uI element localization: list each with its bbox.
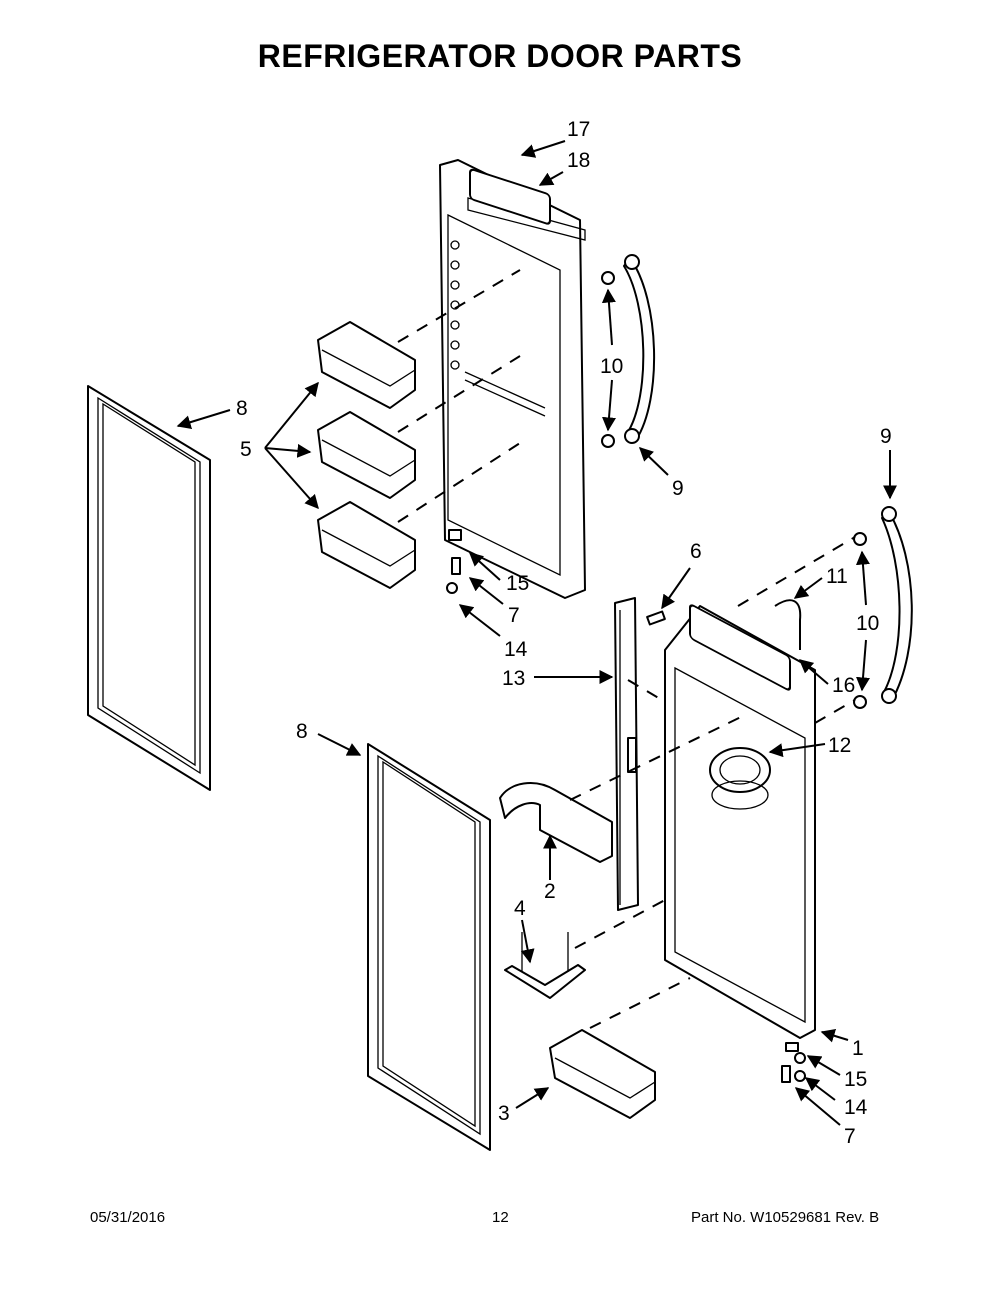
callout-label: 8 <box>236 397 248 420</box>
mullion-hinge-pin <box>646 610 666 626</box>
door-mullion <box>614 597 639 911</box>
callout-label: 4 <box>514 897 526 920</box>
lower-door-gasket <box>367 743 491 1151</box>
water-tube <box>774 599 802 650</box>
callout-label: 3 <box>498 1102 510 1125</box>
shelf-pegs <box>450 240 460 370</box>
upper-door-handle <box>623 254 656 444</box>
shelf-bracket <box>504 932 586 999</box>
callout-label: 2 <box>544 880 556 903</box>
handle-mounting-studs <box>601 271 615 448</box>
callout-label: 15 <box>844 1068 867 1091</box>
callout-label: 10 <box>600 355 623 378</box>
callout-label: 11 <box>826 565 848 588</box>
callout-label: 9 <box>880 425 892 448</box>
lower-hinge-hardware <box>781 1042 806 1083</box>
upper-door-liner <box>439 159 586 599</box>
upper-hinge-hardware <box>446 529 462 594</box>
dispenser-cradle <box>499 782 613 863</box>
lower-dispenser-door <box>664 604 816 1039</box>
footer-date: 05/31/2016 <box>90 1209 166 1226</box>
callout-label: 14 <box>844 1096 868 1119</box>
callout-label: 16 <box>832 674 855 697</box>
callout-label: 13 <box>502 667 525 690</box>
callout-label: 12 <box>828 734 851 757</box>
callout-label: 1 <box>852 1037 864 1060</box>
callout-label: 8 <box>296 720 308 743</box>
ice-chute-opening <box>709 747 771 810</box>
footer-part-number: Part No. W10529681 Rev. B <box>691 1209 880 1226</box>
callout-label: 5 <box>240 438 252 461</box>
callout-label: 10 <box>856 612 879 635</box>
page-title: REFRIGERATOR DOOR PARTS <box>257 38 743 74</box>
upper-door-gasket <box>87 385 211 791</box>
callout-label: 6 <box>690 540 702 563</box>
callout-label: 7 <box>508 604 520 627</box>
alignment-lines <box>397 269 856 1029</box>
callout-labels: 17 18 8 5 10 9 9 15 7 14 6 11 10 13 16 8… <box>236 118 892 1148</box>
callout-label: 18 <box>567 149 590 172</box>
callout-label: 17 <box>567 118 590 141</box>
footer-page-number: 12 <box>492 1209 509 1226</box>
callout-label: 14 <box>504 638 528 661</box>
lower-door-handle <box>881 506 913 704</box>
callout-label: 9 <box>672 477 684 500</box>
callout-label: 7 <box>844 1125 856 1148</box>
upper-door-bins <box>317 321 416 589</box>
callout-label: 15 <box>506 572 529 595</box>
lower-door-bin <box>549 1029 656 1119</box>
leader-arrows <box>176 140 897 1126</box>
